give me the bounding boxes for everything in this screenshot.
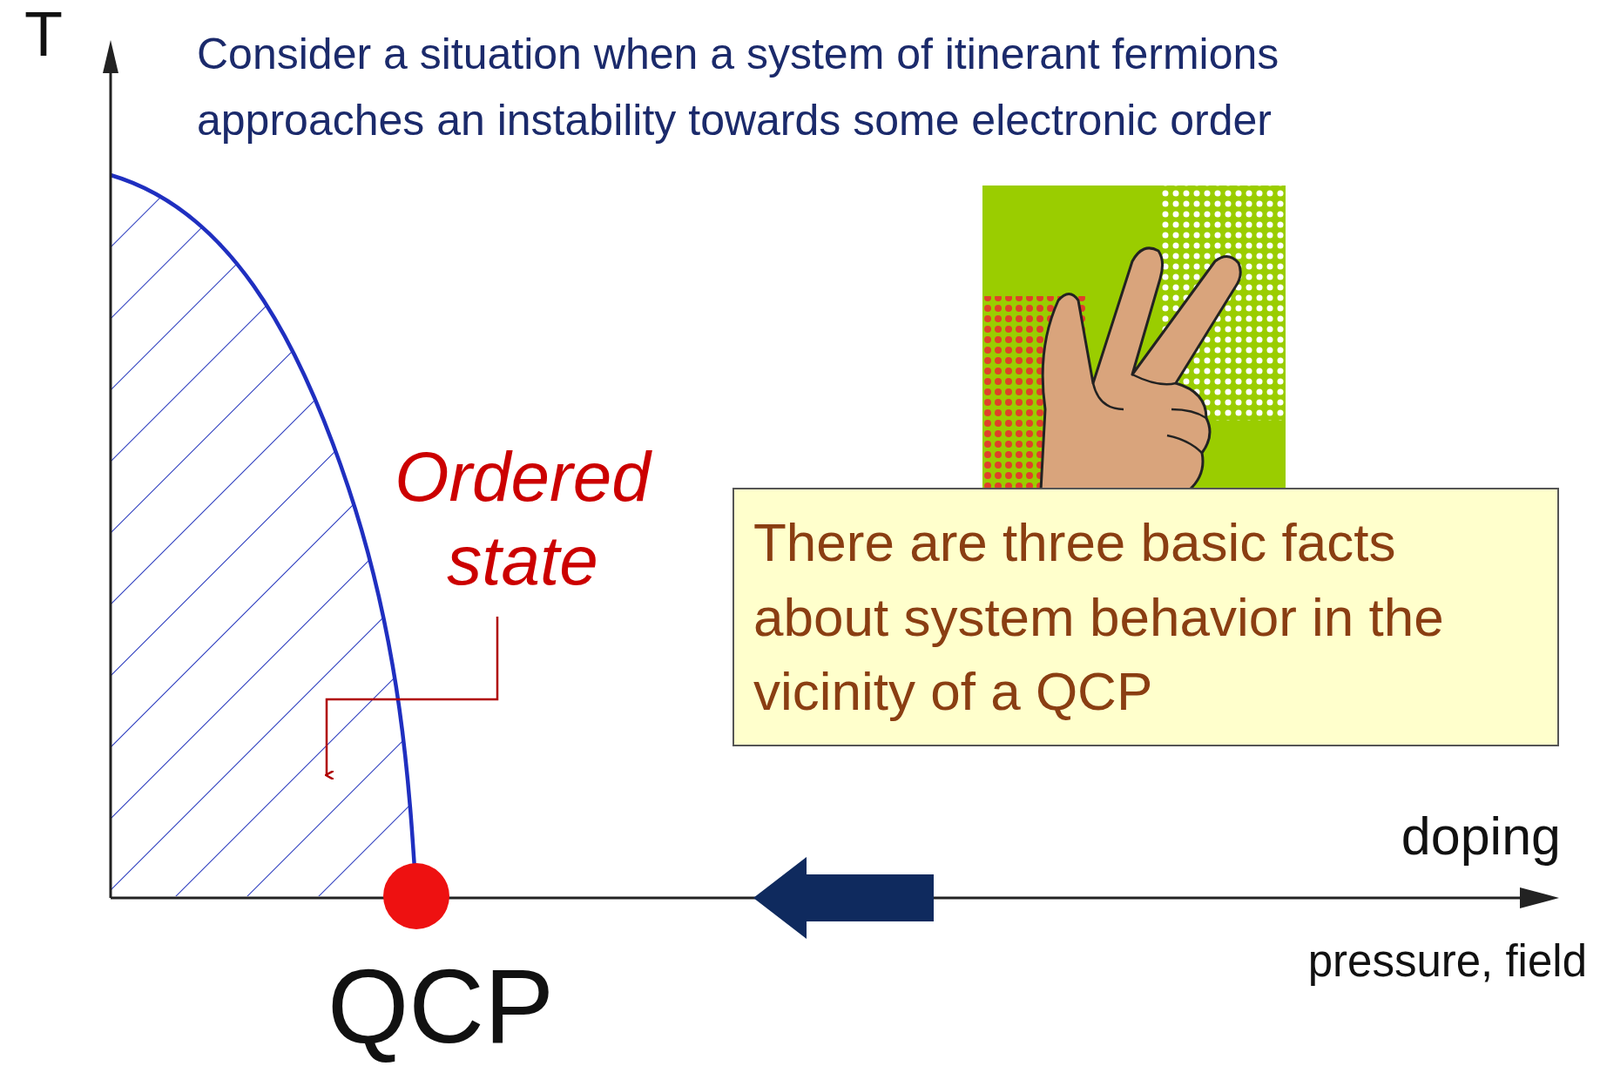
direction-arrow	[753, 857, 934, 939]
region-label: Ordered state	[365, 435, 680, 603]
axis-label: T	[24, 0, 63, 69]
y-axis-arrowhead	[102, 40, 119, 74]
note-box: There are three basic facts about system…	[732, 487, 1560, 747]
ordered-region	[110, 175, 417, 897]
qcp-dot	[383, 863, 450, 930]
peace-hand-illustration	[982, 185, 1286, 491]
axis-label-wrap: T	[24, 0, 63, 69]
axis-label-wrap: pressure, field	[1308, 936, 1587, 988]
title-block: Consider a situation when a system of it…	[196, 20, 1417, 154]
y-axis	[109, 60, 113, 898]
intro-text: Consider a situation when a system of it…	[196, 20, 1417, 154]
axis-label-wrap: doping	[1401, 805, 1561, 867]
leader-line	[326, 616, 498, 776]
note-text: There are three basic facts about system…	[753, 505, 1540, 730]
axis-label: doping	[1401, 805, 1561, 867]
phase-boundary	[110, 175, 417, 897]
point-label-wrap: QCP	[266, 953, 615, 1059]
x-axis-arrowhead	[1519, 887, 1560, 909]
axis-label: pressure, field	[1308, 936, 1587, 988]
point-label: QCP	[266, 953, 615, 1059]
region-label-wrap: Ordered state	[365, 435, 680, 603]
